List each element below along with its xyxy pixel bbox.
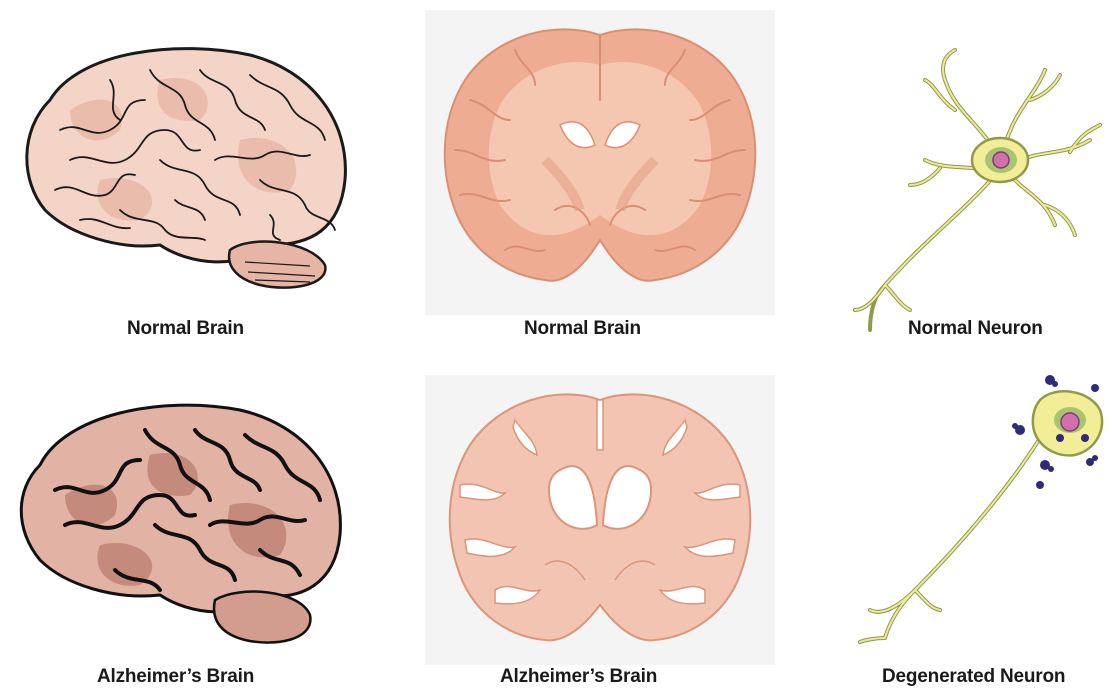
alzheimers-brain-side-illustration: [10, 385, 355, 650]
degenerated-neuron-illustration: [845, 370, 1110, 660]
normal-neuron-illustration: [845, 40, 1110, 340]
caption-alzheimers-brain-section: Alzheimer’s Brain: [500, 666, 657, 688]
caption-alzheimers-brain-side: Alzheimer’s Brain: [97, 666, 254, 688]
alzheimers-brain-section-illustration: [425, 375, 775, 665]
caption-normal-brain-side: Normal Brain: [127, 318, 244, 340]
normal-brain-section-illustration: [425, 10, 775, 315]
caption-degenerated-neuron: Degenerated Neuron: [882, 666, 1065, 688]
caption-normal-brain-section: Normal Brain: [524, 318, 641, 340]
normal-brain-side-illustration: [10, 30, 355, 290]
caption-normal-neuron: Normal Neuron: [908, 318, 1043, 340]
